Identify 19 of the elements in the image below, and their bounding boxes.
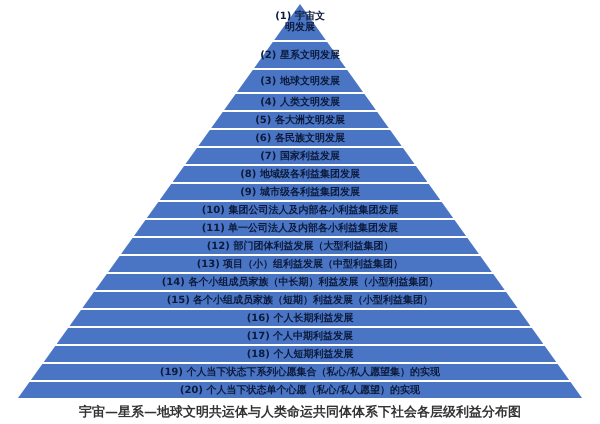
tier-label: (19) 个人当下状态下系列心愿集合（私心/私人愿望集）的实现 [160,366,440,378]
tier-label: (8) 地域级各利益集团发展 [240,168,360,180]
tier-label: (4) 人类文明发展 [260,96,340,108]
tier-label: (20) 个人当下状态单个心愿（私心/私人愿望）的实现 [180,384,420,396]
tier-label: (11) 单一公司法人及内部各小利益集团发展 [202,222,398,234]
tier-label: (7) 国家利益发展 [260,150,340,162]
tier-label: (3) 地球文明发展 [260,76,340,86]
tier-label: (17) 个人中期利益发展 [246,330,354,342]
tier-label: (13) 项目（小）组利益发展（中型利益集团） [196,258,404,270]
tier-label: (18) 个人短期利益发展 [246,348,354,360]
tier-label: (6) 各民族文明发展 [255,132,345,144]
caption: 宇宙—星系—地球文明共运体与人类命运共同体体系下社会各层级利益分布图 [78,404,522,422]
tier-label: (15) 各个小组成员家族（短期）利益发展（小型利益集团） [166,294,434,306]
tier-label: (9) 城市级各利益集团发展 [240,186,360,198]
tier-label: (14) 各个小组成员家族（中长期）利益发展（小型利益集团） [162,276,438,288]
tier-label: (10) 集团公司法人及内部各小利益集团发展 [202,204,398,216]
tier-label: (12) 部门团体利益发展（大型利益集团） [206,240,394,252]
tier-label: (16) 个人长期利益发展 [246,312,354,324]
tier-label: (5) 各大洲文明发展 [255,114,345,126]
